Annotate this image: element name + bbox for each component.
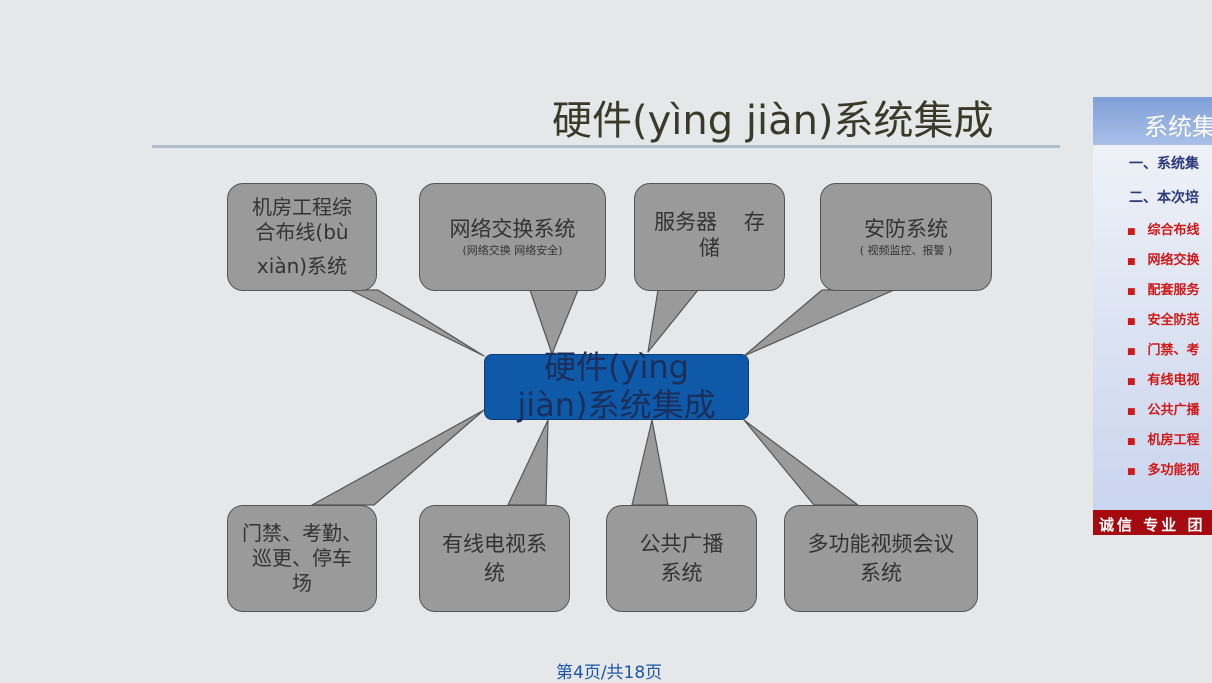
center-hub-box <box>484 354 749 420</box>
bullet-square-icon: ■ <box>1127 227 1136 237</box>
node-server-storage: 服务器 存 储 <box>634 183 785 291</box>
thumbnail-bullet: ■综合布线 <box>1127 223 1200 238</box>
node-security: 安防系统 ( 视频监控、报警 ) <box>820 183 992 291</box>
thumbnail-heading-2: 二、本次培 <box>1129 190 1199 206</box>
pointer-conference <box>743 419 859 506</box>
node-network-switching: 网络交换系统 (网络交换 网络安全) <box>419 183 606 291</box>
bullet-square-icon: ■ <box>1127 347 1136 357</box>
node-conference-line-2: 系统 <box>860 560 902 585</box>
node-server-line-1: 服务器 存 <box>654 210 765 234</box>
pointer-server <box>647 289 699 353</box>
thumbnail-header: 系统集 <box>1093 97 1212 145</box>
bullet-square-icon: ■ <box>1127 377 1136 387</box>
thumbnail-bullet: ■公共广播 <box>1127 403 1200 418</box>
title-divider <box>152 145 1060 148</box>
bullet-square-icon: ■ <box>1127 437 1136 447</box>
center-hub-line-1: 硬件(yìng <box>544 348 689 386</box>
node-cable-tv: 有线电视系 统 <box>419 505 570 612</box>
node-broadcast-line-1: 公共广播 <box>639 531 724 556</box>
thumbnail-bullet: ■网络交换 <box>1127 253 1200 268</box>
thumbnail-footer: 诚信 专业 团 <box>1093 510 1212 535</box>
pointer-broadcast <box>631 419 669 506</box>
bullet-square-icon: ■ <box>1127 407 1136 417</box>
bullet-square-icon: ■ <box>1127 467 1136 477</box>
thumbnail-bullet: ■机房工程 <box>1127 433 1200 448</box>
center-hub-label: 硬件(yìng jiàn)系统集成 <box>484 348 749 424</box>
next-slide-thumbnail[interactable]: 系统集 一、系统集 二、本次培 ■综合布线 ■网络交换 ■配套服务 ■安全防范 … <box>1093 97 1212 535</box>
thumbnail-title: 系统集 <box>1144 113 1212 141</box>
center-hub-line-2: jiàn)系统集成 <box>517 386 716 424</box>
thumbnail-bullet: ■多功能视 <box>1127 463 1200 478</box>
node-room-line-2: 合布线(bù <box>255 220 349 244</box>
node-room-line-1: 机房工程综 <box>252 195 352 219</box>
thumbnail-bullet: ■有线电视 <box>1127 373 1200 388</box>
pointer-security <box>743 289 895 357</box>
node-broadcast-line-2: 系统 <box>660 560 703 585</box>
node-access-control: 门禁、考勤、 巡更、停车 场 <box>227 505 377 612</box>
thumbnail-body: 一、系统集 二、本次培 ■综合布线 ■网络交换 ■配套服务 ■安全防范 ■门禁、… <box>1093 145 1212 510</box>
thumbnail-bullet: ■安全防范 <box>1127 313 1200 328</box>
bullet-square-icon: ■ <box>1127 257 1136 267</box>
node-network-label: 网络交换系统 <box>449 217 576 241</box>
node-network-sub: (网络交换 网络安全) <box>462 244 563 257</box>
pointer-network <box>529 289 579 355</box>
bullet-square-icon: ■ <box>1127 317 1136 327</box>
node-access-line-1: 门禁、考勤、 <box>242 521 362 545</box>
bullet-square-icon: ■ <box>1127 287 1136 297</box>
thumbnail-footer-text: 诚信 专业 团 <box>1099 516 1206 534</box>
node-security-sub: ( 视频监控、报警 ) <box>859 244 953 257</box>
thumbnail-heading-1: 一、系统集 <box>1129 156 1199 172</box>
node-conference-line-1: 多功能视频会议 <box>807 531 955 556</box>
node-room-engineering: 机房工程综 合布线(bù xiàn)系统 <box>227 183 377 291</box>
node-video-conference: 多功能视频会议 系统 <box>784 505 978 612</box>
node-cabletv-line-1: 有线电视系 <box>442 531 547 556</box>
node-room-line-4: xiàn)系统 <box>256 254 348 278</box>
thumbnail-bullet: ■门禁、考 <box>1127 343 1200 358</box>
slide-title: 硬件(yìng jiàn)系统集成 <box>552 98 994 144</box>
node-access-line-3: 场 <box>292 571 312 595</box>
page-number: 第4页/共18页 <box>556 663 663 683</box>
pointer-cabletv <box>507 419 549 506</box>
pointer-access <box>311 409 485 506</box>
node-public-broadcast: 公共广播 系统 <box>606 505 757 612</box>
node-server-line-2: 储 <box>699 236 720 260</box>
thumbnail-bullet: ■配套服务 <box>1127 283 1200 298</box>
pointer-room <box>349 289 485 357</box>
node-cabletv-line-2: 统 <box>484 560 505 585</box>
node-security-label: 安防系统 <box>864 217 948 241</box>
node-access-line-2: 巡更、停车 <box>252 546 352 570</box>
